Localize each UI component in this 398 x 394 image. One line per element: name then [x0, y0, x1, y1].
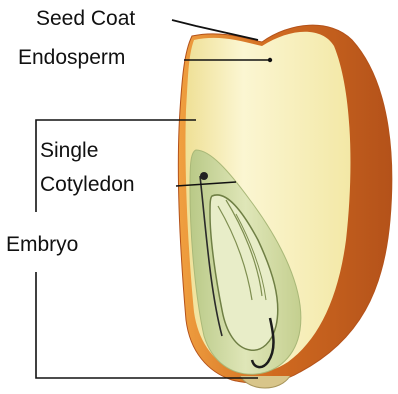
single-cotyledon-label-line2: Cotyledon [40, 174, 135, 195]
endosperm-label: Endosperm [18, 47, 125, 68]
embryo-label: Embryo [6, 234, 78, 255]
cotyledon-leader-dot [200, 172, 208, 180]
seed-coat-label: Seed Coat [36, 8, 135, 29]
single-cotyledon-label-line1: Single [40, 140, 98, 161]
endosperm-leader-dot [268, 58, 272, 62]
